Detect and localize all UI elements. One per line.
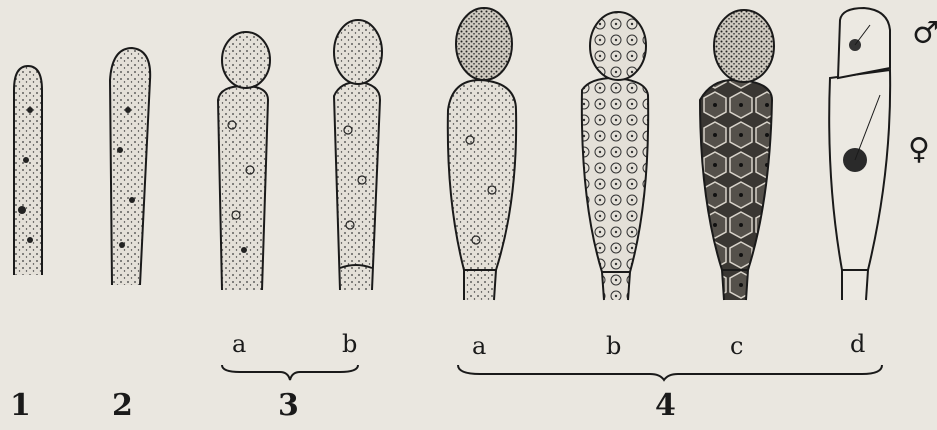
- female-symbol: ♀: [908, 132, 930, 167]
- label-3b: b: [342, 330, 357, 358]
- filament-4d: [829, 8, 890, 300]
- figure-number-1: 1: [10, 388, 31, 423]
- figure-number-4: 4: [655, 388, 676, 423]
- label-4b: b: [606, 332, 621, 360]
- filament-2: [110, 48, 150, 285]
- label-4c: c: [730, 332, 743, 360]
- filament-1: [14, 66, 42, 275]
- figure-number-2: 2: [112, 388, 133, 423]
- filament-3a: [218, 32, 270, 290]
- filament-4c: [700, 10, 774, 300]
- brace-4: [458, 365, 882, 380]
- filament-3b: [334, 20, 382, 290]
- brace-3: [222, 365, 358, 380]
- filament-4b: [582, 12, 648, 300]
- filament-4a: [448, 8, 516, 300]
- label-4a: a: [472, 332, 486, 360]
- label-3a: a: [232, 330, 246, 358]
- figure-number-3: 3: [278, 388, 299, 423]
- label-4d: d: [850, 330, 865, 358]
- male-symbol: ♂: [912, 16, 937, 51]
